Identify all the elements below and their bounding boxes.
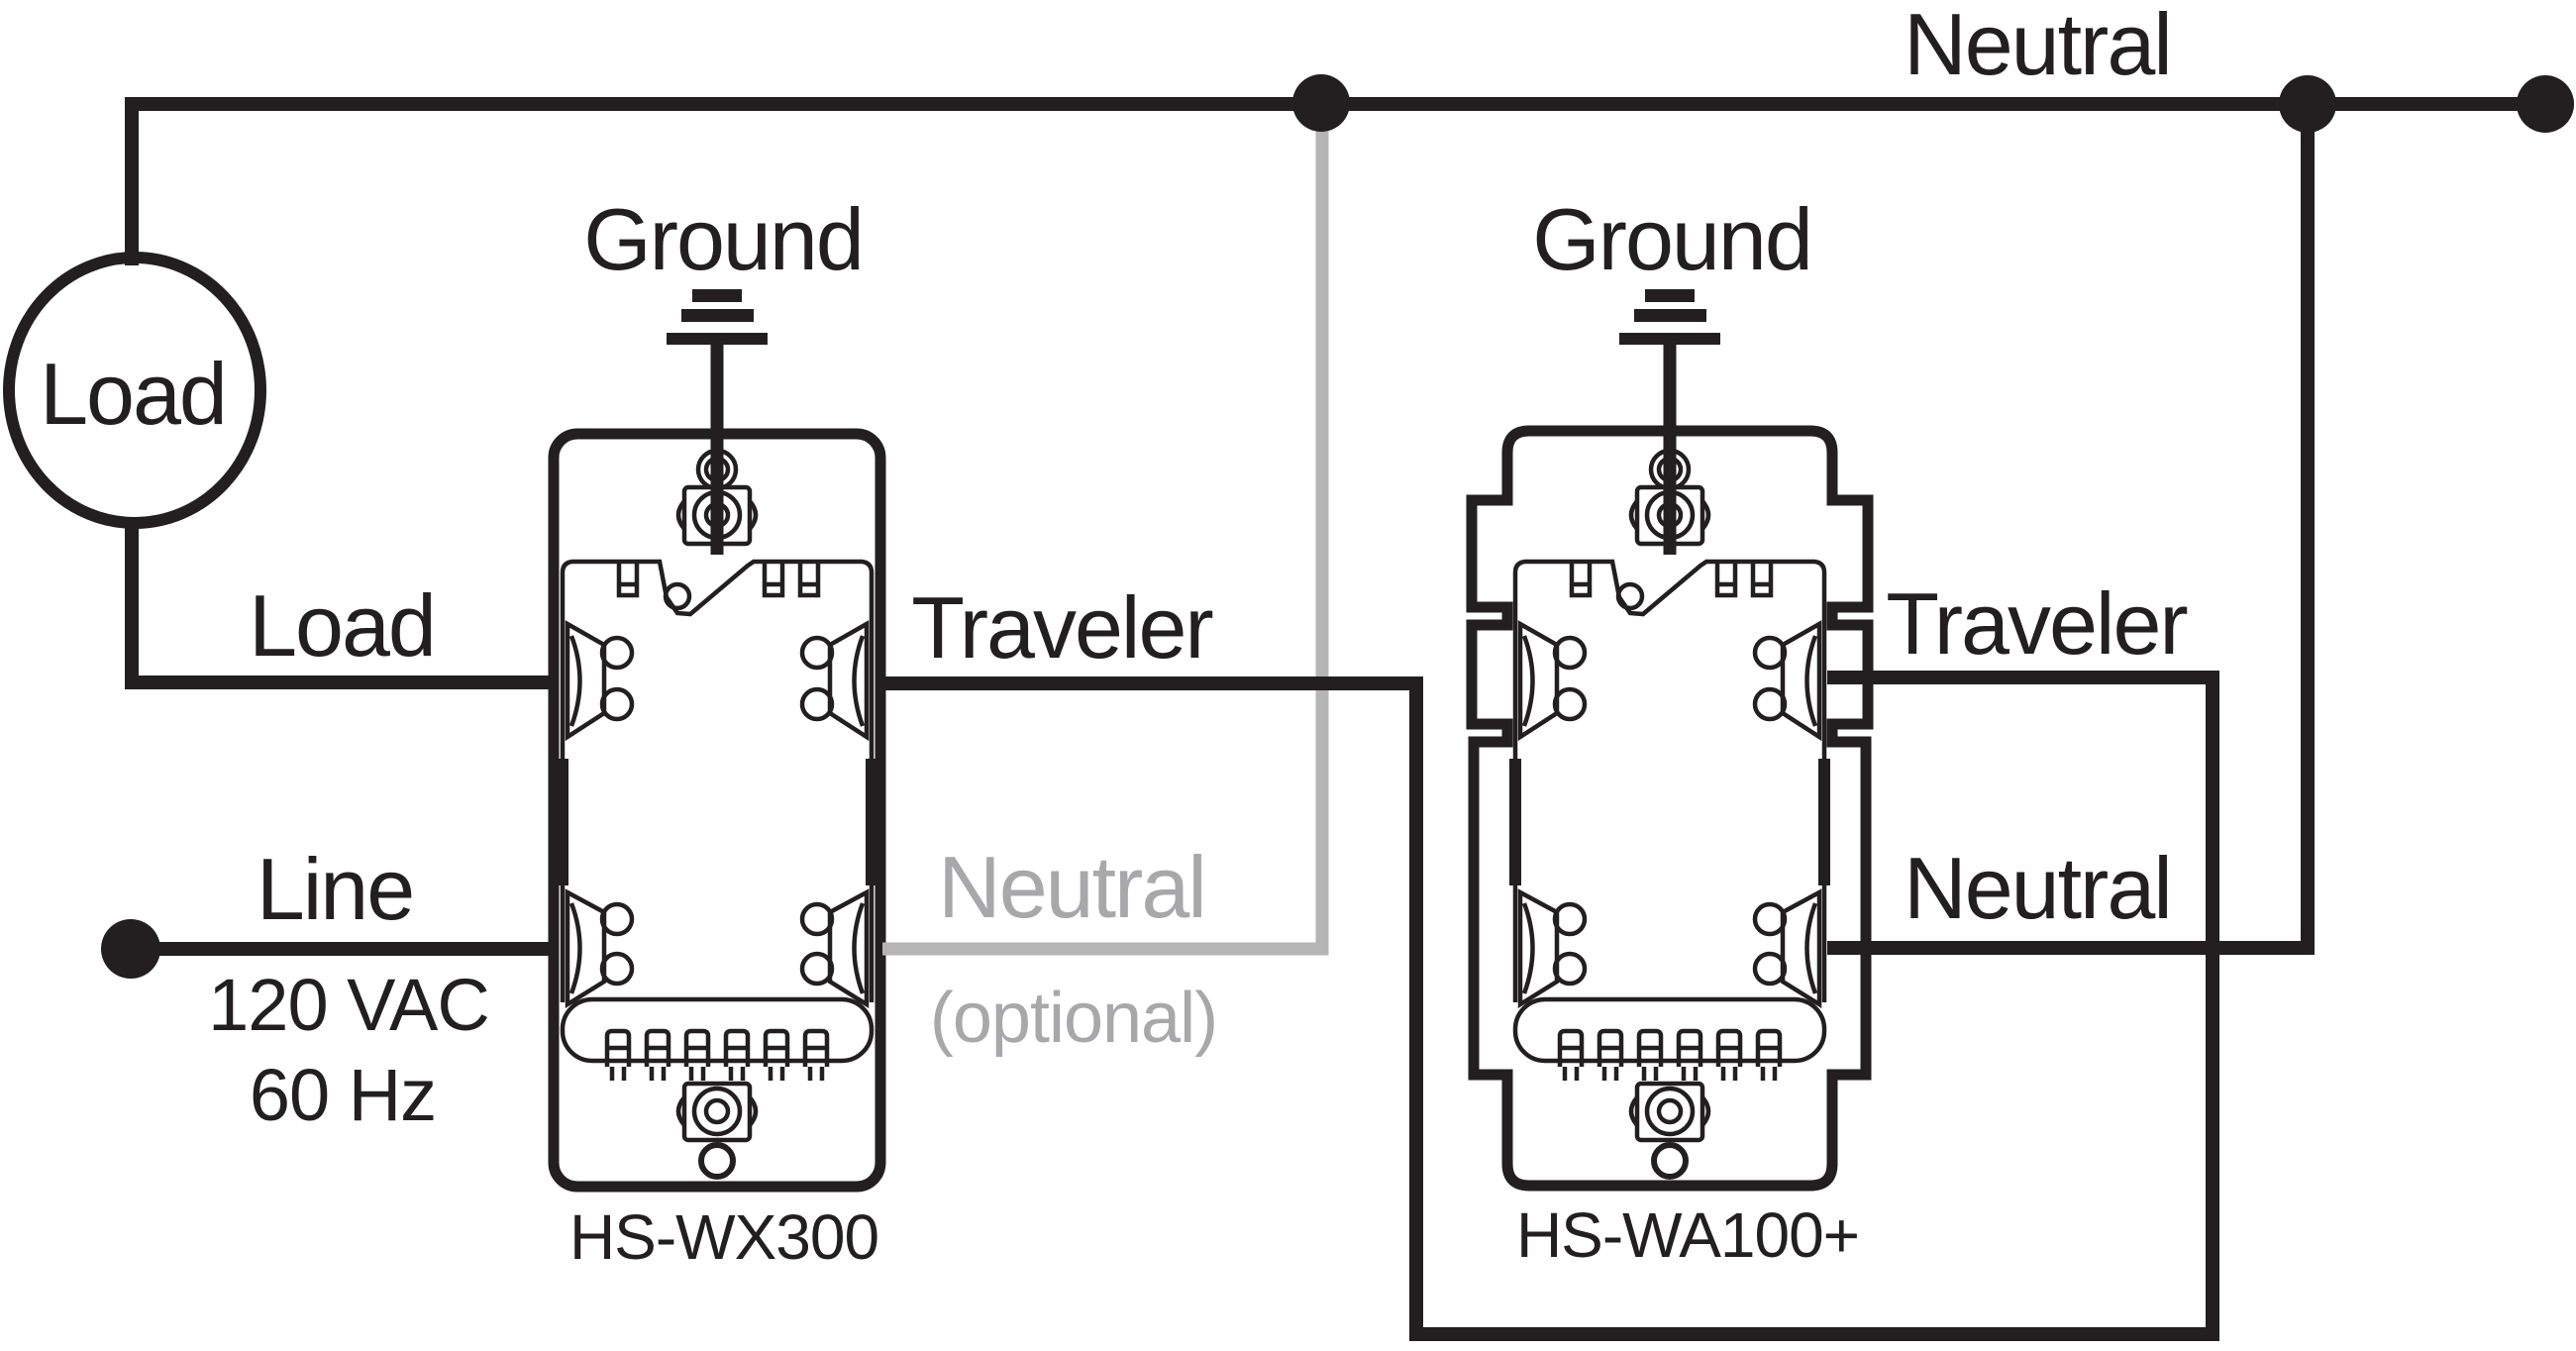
label-model-1: HS-WX300 <box>569 1201 878 1273</box>
neutral-optional-wire-group <box>882 103 1329 956</box>
label-ground-2: Ground <box>1532 190 1811 288</box>
ground-bar-large <box>1619 333 1720 345</box>
label-ground-1: Ground <box>583 190 863 288</box>
label-traveler-2: Traveler <box>1886 574 2187 673</box>
ground-bar-medium <box>1634 309 1706 322</box>
label-load-circle: Load <box>40 345 226 443</box>
wire-end-dot <box>2517 75 2574 133</box>
junction-dot <box>1292 74 1350 132</box>
label-load-wire: Load <box>249 576 435 675</box>
ground-bar-small <box>692 289 742 302</box>
label-neutral-optional-note: (optional) <box>930 979 1217 1058</box>
ground-symbol-1 <box>667 289 768 345</box>
black-linework <box>3 252 1874 1193</box>
junction-dot <box>2279 75 2336 133</box>
label-neutral-main: Neutral <box>1904 0 2171 93</box>
neutral-branch-wire <box>1827 104 2315 955</box>
label-frequency: 60 Hz <box>250 1054 436 1136</box>
neutral-optional-wire <box>882 103 1329 956</box>
ground-symbol-2 <box>1619 289 1720 345</box>
ground-bar-small <box>1645 289 1695 302</box>
neutral-wire <box>125 97 2545 265</box>
labels: Neutral Ground Ground Load Load Traveler… <box>40 0 2189 1273</box>
label-neutral-optional: Neutral <box>938 838 1205 936</box>
label-line: Line <box>257 840 413 938</box>
line-terminal-dot <box>101 919 160 979</box>
traveler-wire <box>876 671 2219 1341</box>
solid-marks <box>101 74 2574 979</box>
load-wire <box>125 519 557 689</box>
label-traveler-1: Traveler <box>911 578 1212 676</box>
ground-bar-large <box>667 333 768 345</box>
label-neutral-2: Neutral <box>1904 839 2171 937</box>
label-model-2: HS-WA100+ <box>1516 1199 1859 1271</box>
switch-hs-wa100 <box>1466 425 1874 1192</box>
switch-body-2 <box>1466 425 1874 1192</box>
wires <box>125 97 2545 1341</box>
ground-bar-medium <box>681 309 754 322</box>
label-voltage: 120 VAC <box>208 964 489 1046</box>
